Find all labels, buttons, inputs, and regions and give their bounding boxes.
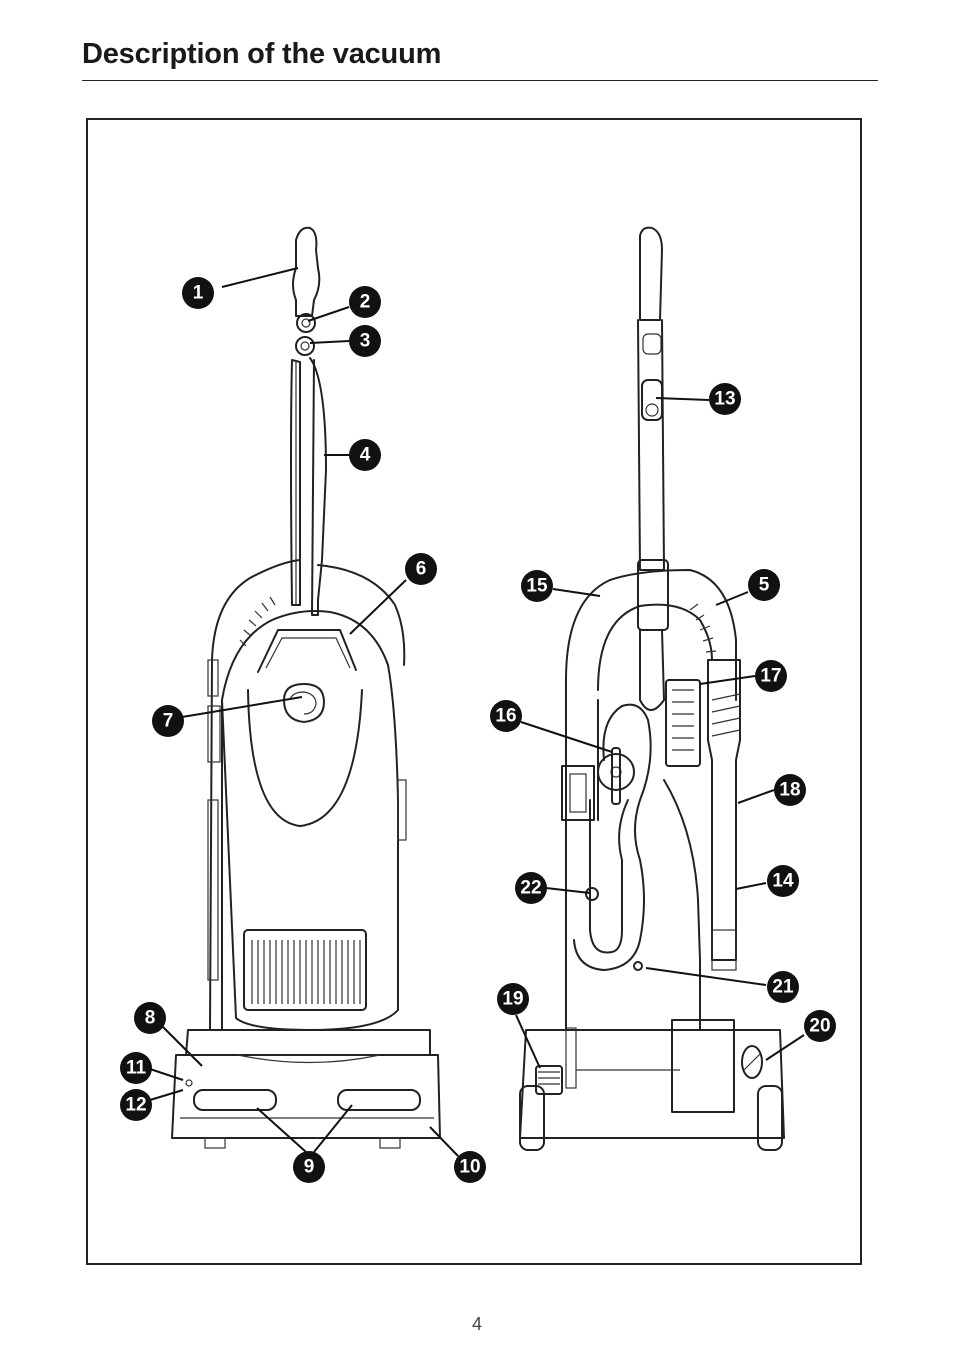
callout-7: 7: [152, 705, 184, 737]
callout-label: 19: [502, 989, 523, 1010]
callout-22: 22: [515, 872, 547, 904]
callout-label: 9: [304, 1157, 315, 1178]
callout-label: 6: [416, 559, 427, 580]
callout-8: 8: [134, 1002, 166, 1034]
callout-12: 12: [120, 1089, 152, 1121]
callout-19: 19: [497, 983, 529, 1015]
title-divider: [82, 80, 878, 81]
callout-3: 3: [349, 325, 381, 357]
callout-11: 11: [120, 1052, 152, 1084]
vacuum-front-view: [171, 226, 441, 1149]
callout-label: 17: [760, 666, 781, 687]
page-title: Description of the vacuum: [82, 38, 442, 70]
callout-label: 15: [526, 576, 548, 597]
callout-14: 14: [767, 865, 799, 897]
callout-6: 6: [405, 553, 437, 585]
vacuum-rear-view: [519, 226, 785, 1151]
callout-15: 15: [521, 570, 553, 602]
leader-lines: [149, 267, 805, 1157]
callout-label: 11: [126, 1058, 147, 1079]
callout-4: 4: [349, 439, 381, 471]
callout-label: 12: [125, 1095, 146, 1116]
callout-5: 5: [748, 569, 780, 601]
callout-20: 20: [804, 1010, 836, 1042]
callout-label: 20: [809, 1016, 830, 1037]
callout-label: 10: [459, 1157, 480, 1178]
callout-18: 18: [774, 774, 806, 806]
callout-label: 5: [759, 575, 770, 596]
callout-label: 4: [360, 445, 371, 466]
callout-label: 18: [779, 780, 800, 801]
callout-label: 22: [520, 878, 541, 899]
callout-label: 3: [360, 331, 371, 352]
callout-21: 21: [767, 971, 799, 1003]
callout-label: 14: [772, 871, 794, 892]
callout-label: 8: [145, 1008, 156, 1029]
callout-2: 2: [349, 286, 381, 318]
callout-9: 9: [293, 1151, 325, 1183]
callout-16: 16: [490, 700, 522, 732]
callout-label: 16: [495, 706, 516, 727]
callout-label: 7: [163, 711, 174, 732]
callout-label: 1: [193, 283, 204, 304]
figure-frame: [86, 118, 862, 1265]
page-number: 4: [471, 1314, 482, 1334]
callout-label: 2: [360, 292, 371, 313]
callout-10: 10: [454, 1151, 486, 1183]
callout-1: 1: [182, 277, 214, 309]
callout-13: 13: [709, 383, 741, 415]
callout-label: 13: [714, 389, 735, 410]
callout-label: 21: [772, 977, 794, 998]
callout-17: 17: [755, 660, 787, 692]
